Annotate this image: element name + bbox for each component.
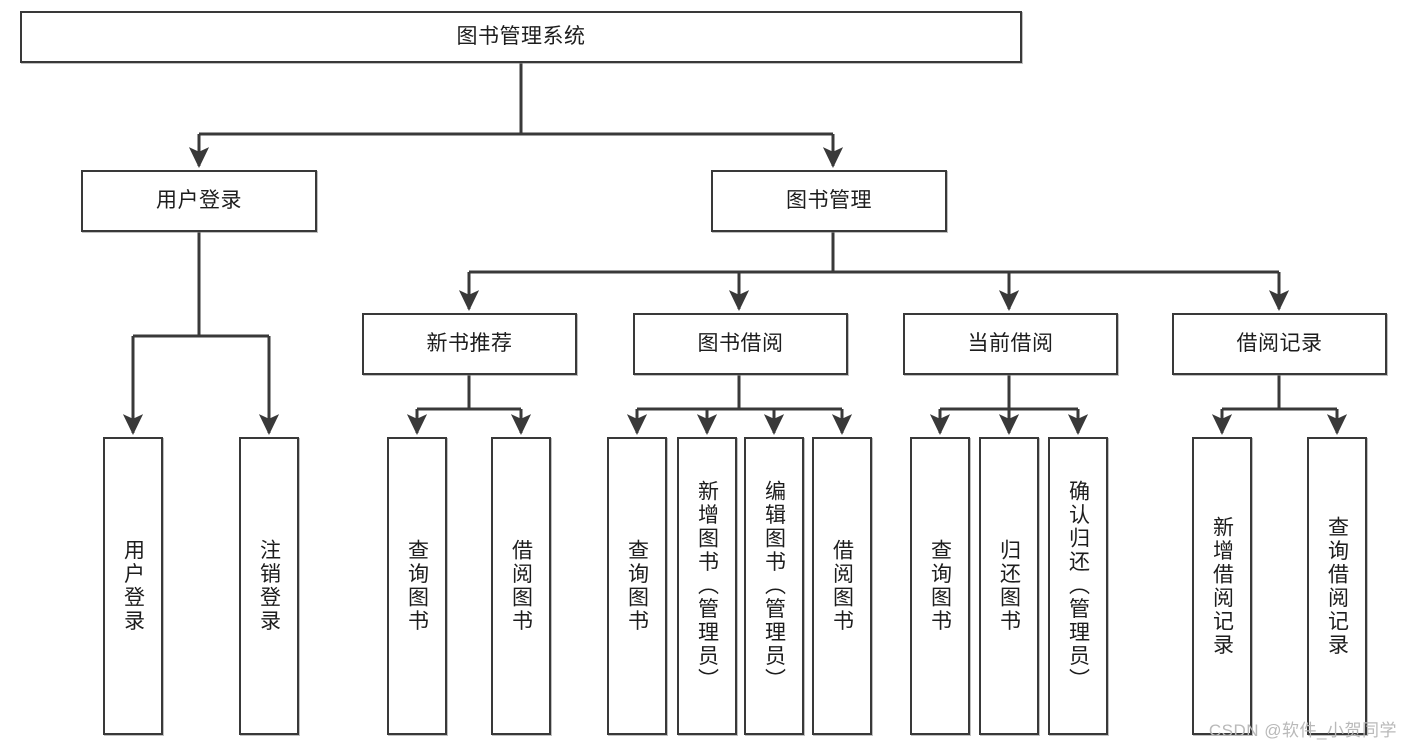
node-leaf-return-book[interactable]: 归还图书 bbox=[979, 437, 1039, 735]
node-label: 借阅图书 bbox=[509, 539, 533, 633]
node-label: 查询图书 bbox=[405, 539, 429, 633]
node-label: 编辑图书（管理员） bbox=[762, 480, 786, 692]
node-label: 注销登录 bbox=[257, 539, 281, 633]
node-label: 借阅图书 bbox=[830, 539, 854, 633]
node-label: 图书管理系统 bbox=[456, 24, 586, 48]
node-label: 归还图书 bbox=[997, 539, 1021, 633]
node-leaf-add-record[interactable]: 新增借阅记录 bbox=[1192, 437, 1252, 735]
node-label: 图书管理 bbox=[786, 188, 872, 212]
node-label: 用户登录 bbox=[156, 188, 242, 212]
node-leaf-user-login[interactable]: 用户登录 bbox=[103, 437, 163, 735]
node-new-book-recommend[interactable]: 新书推荐 bbox=[362, 313, 577, 375]
node-label: 新书推荐 bbox=[426, 331, 513, 355]
node-label: 图书借阅 bbox=[697, 331, 784, 355]
node-label: 用户登录 bbox=[121, 539, 145, 633]
node-leaf-query-record[interactable]: 查询借阅记录 bbox=[1307, 437, 1367, 735]
node-leaf-add-book[interactable]: 新增图书（管理员） bbox=[677, 437, 737, 735]
node-label: 查询借阅记录 bbox=[1325, 515, 1349, 657]
node-label: 查询图书 bbox=[928, 539, 952, 633]
node-label: 当前借阅 bbox=[967, 331, 1054, 355]
node-label: 新增图书（管理员） bbox=[695, 480, 719, 692]
node-current-borrow[interactable]: 当前借阅 bbox=[903, 313, 1118, 375]
csdn-watermark: CSDN @软件_小贺同学 bbox=[1208, 721, 1397, 740]
node-leaf-query-book-3[interactable]: 查询图书 bbox=[910, 437, 970, 735]
node-label: 查询图书 bbox=[625, 539, 649, 633]
node-borrow-record[interactable]: 借阅记录 bbox=[1172, 313, 1387, 375]
node-label: 借阅记录 bbox=[1236, 331, 1323, 355]
node-book-borrow[interactable]: 图书借阅 bbox=[633, 313, 848, 375]
node-leaf-borrow-book-2[interactable]: 借阅图书 bbox=[812, 437, 872, 735]
node-leaf-user-logout[interactable]: 注销登录 bbox=[239, 437, 299, 735]
node-book-manage[interactable]: 图书管理 bbox=[711, 170, 947, 232]
node-label: 确认归还（管理员） bbox=[1066, 480, 1090, 692]
node-root-book-management-system[interactable]: 图书管理系统 bbox=[20, 11, 1022, 63]
node-leaf-query-book-1[interactable]: 查询图书 bbox=[387, 437, 447, 735]
node-label: 新增借阅记录 bbox=[1210, 515, 1234, 657]
node-leaf-confirm-return[interactable]: 确认归还（管理员） bbox=[1048, 437, 1108, 735]
node-user-login[interactable]: 用户登录 bbox=[81, 170, 317, 232]
node-leaf-borrow-book-1[interactable]: 借阅图书 bbox=[491, 437, 551, 735]
node-leaf-edit-book[interactable]: 编辑图书（管理员） bbox=[744, 437, 804, 735]
node-leaf-query-book-2[interactable]: 查询图书 bbox=[607, 437, 667, 735]
